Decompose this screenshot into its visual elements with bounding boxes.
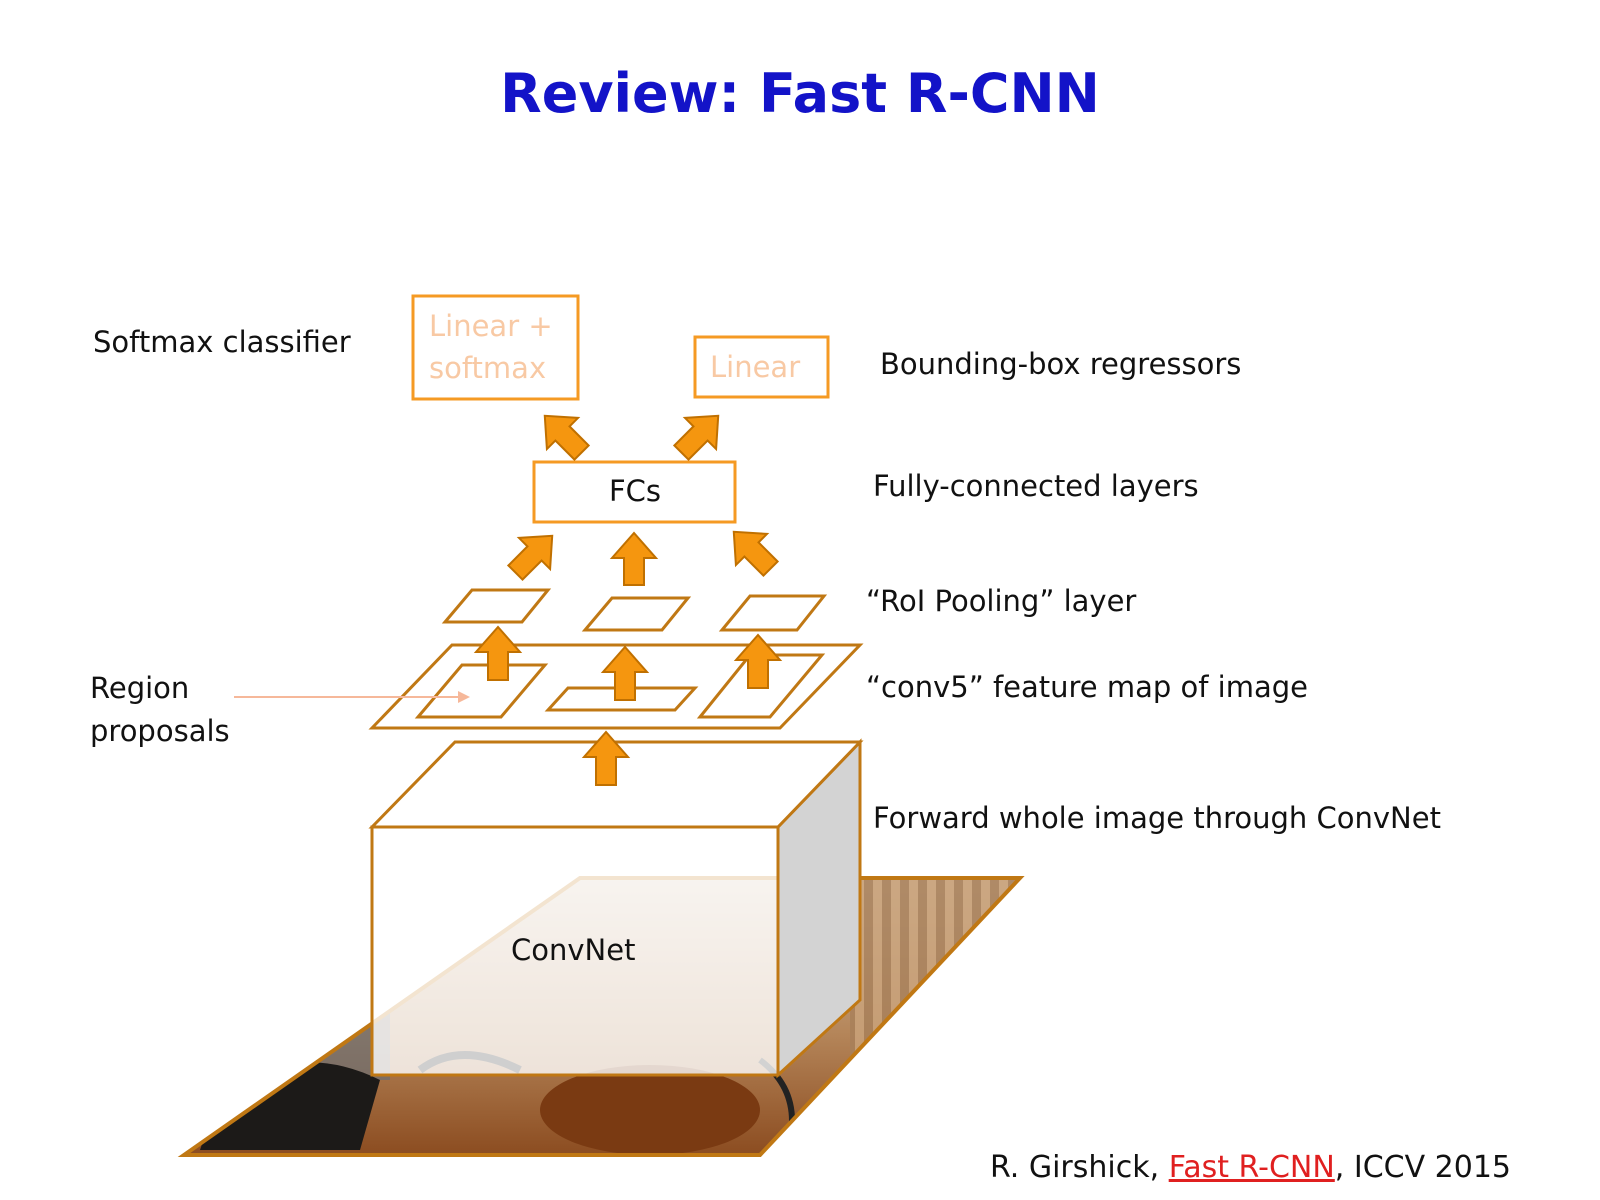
convnet-block [368,738,864,1079]
roi-pooling-label: “RoI Pooling” layer [866,584,1137,618]
arrow-proposal-1-to-roi [473,625,523,681]
linear-softmax-box [411,294,580,401]
region-proposal-2 [544,686,699,712]
flow-arrows [473,414,783,786]
fully-connected-label: Fully-connected layers [873,469,1199,503]
roi-pool-2 [581,596,692,632]
arrow-proposal-2-to-roi [600,645,650,701]
roi-pooled-maps [441,588,828,632]
roi-pool-1 [441,588,552,624]
region-proposals-pointer [234,691,470,703]
region-label-line1: Region [90,671,190,705]
citation-venue: , ICCV 2015 [1334,1150,1512,1185]
linear-softmax-label-1: Linear + [429,309,553,343]
arrow-proposal-3-to-roi [733,633,783,689]
forward-label: Forward whole image through ConvNet [873,801,1441,835]
bbox-regressors-label: Bounding-box regressors [880,347,1242,381]
region-proposal-3 [696,653,826,719]
roi-pool-3 [718,594,828,632]
linear-box [693,335,830,399]
slide-title: Review: Fast R-CNN [500,62,1100,125]
arrow-roi-1-to-fcs [506,534,554,582]
convnet-label: ConvNet [511,933,636,967]
conv5-feature-map [368,643,864,730]
linear-softmax-label-2: softmax [429,351,547,385]
region-label-line2: proposals [90,714,230,748]
arrow-fcs-to-softmax [543,414,591,462]
linear-label: Linear [710,350,801,384]
arrow-fcs-to-linear [672,414,720,462]
softmax-classifier-label: Softmax classifier [93,325,351,359]
arrow-roi-3-to-fcs [732,530,780,578]
fcs-label: FCs [609,474,662,508]
citation: R. Girshick, Fast R-CNN, ICCV 2015 [990,1150,1511,1185]
region-proposal-1 [414,663,549,719]
citation-author: R. Girshick, [990,1150,1169,1185]
arrow-convnet-to-conv5 [581,730,631,786]
fcs-box [532,460,737,524]
arrow-roi-2-to-fcs [609,531,659,586]
paper-link[interactable]: Fast R-CNN [1168,1150,1335,1185]
conv5-label: “conv5” feature map of image [866,670,1309,704]
